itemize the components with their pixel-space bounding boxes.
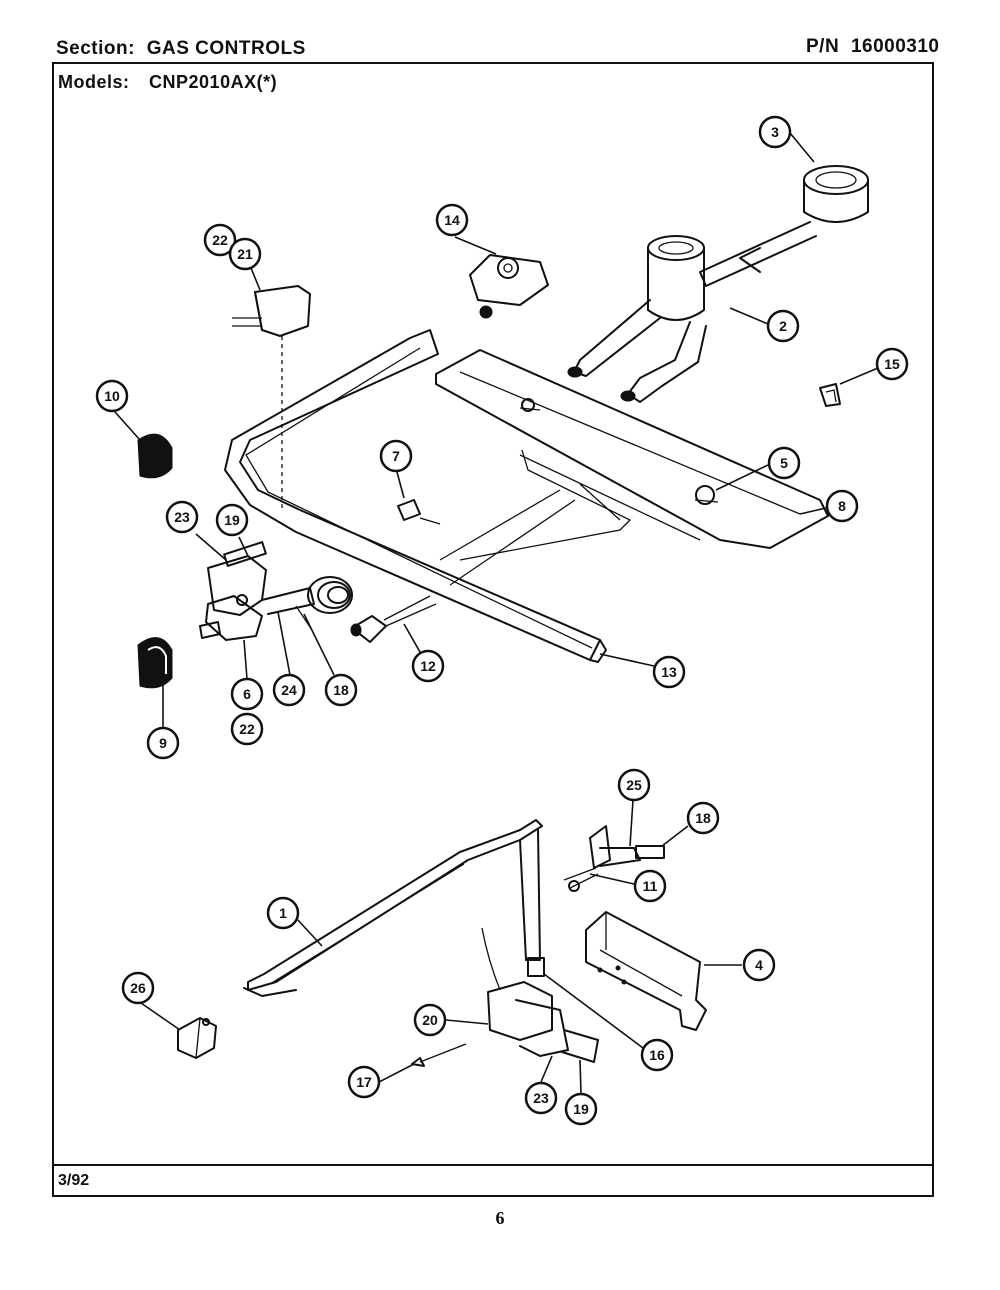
thermocouple-bracket xyxy=(563,825,665,892)
callout-16-label: 16 xyxy=(649,1047,665,1063)
callout-26-label: 26 xyxy=(130,980,146,996)
callout-19-lower: 19 xyxy=(564,1092,598,1126)
regulator-fitting xyxy=(469,254,549,319)
thermostat-coil xyxy=(295,576,353,631)
callout-22-upper-label: 22 xyxy=(212,232,228,248)
callout-5-label: 5 xyxy=(780,455,788,471)
callout-15: 15 xyxy=(875,347,909,381)
models-label: Models: xyxy=(58,72,130,92)
footer-divider xyxy=(54,1164,932,1166)
callout-10-label: 10 xyxy=(104,388,120,404)
callout-17: 17 xyxy=(347,1065,381,1099)
callout-23-upper: 23 xyxy=(165,500,199,534)
callout-22-upper: 22 xyxy=(203,223,237,257)
callout-26: 26 xyxy=(121,971,155,1005)
callout-13-label: 13 xyxy=(661,664,677,680)
callout-13: 13 xyxy=(652,655,686,689)
mounting-clip xyxy=(177,1017,217,1059)
models-line: Models: CNP2010AX(*) xyxy=(58,72,277,93)
callout-6-label: 6 xyxy=(243,686,251,702)
revision-date: 3/92 xyxy=(58,1172,90,1189)
callout-9: 9 xyxy=(146,726,180,760)
section-value: GAS CONTROLS xyxy=(146,38,306,59)
callout-19-upper: 19 xyxy=(215,503,249,537)
part-number: P/N 16000310 xyxy=(806,36,940,58)
callout-14-label: 14 xyxy=(444,212,460,228)
callout-1: 1 xyxy=(266,896,300,930)
callout-18-lower: 18 xyxy=(686,801,720,835)
callout-17-label: 17 xyxy=(356,1074,372,1090)
callout-25-label: 25 xyxy=(626,777,642,793)
section-heading: Section: GAS CONTROLS xyxy=(56,38,306,60)
callout-6: 6 xyxy=(230,677,264,711)
callout-22-lower-label: 22 xyxy=(239,721,255,737)
callout-8: 8 xyxy=(825,489,859,523)
callout-24-label: 24 xyxy=(281,682,297,698)
callout-21-label: 21 xyxy=(237,246,253,262)
diagram-frame: Models: CNP2010AX(*) 3/92 xyxy=(52,62,934,1197)
callout-4: 4 xyxy=(742,948,776,982)
page-number: 6 xyxy=(495,1208,505,1228)
lower-manifold xyxy=(243,819,545,997)
top-burner-valve xyxy=(411,927,599,1067)
callout-23-upper-label: 23 xyxy=(174,509,190,525)
pilot-assembly xyxy=(350,595,437,643)
callout-1-label: 1 xyxy=(279,905,287,921)
callout-20-label: 20 xyxy=(422,1012,438,1028)
callout-23-lower: 23 xyxy=(524,1081,558,1115)
callout-9-label: 9 xyxy=(159,735,167,751)
callout-25: 25 xyxy=(617,768,651,802)
callout-19-lower-label: 19 xyxy=(573,1101,589,1117)
callout-3: 3 xyxy=(758,115,792,149)
callout-22-lower: 22 xyxy=(230,712,264,746)
callout-18-upper: 18 xyxy=(324,673,358,707)
callout-3-label: 3 xyxy=(771,124,779,140)
burner-assembly xyxy=(567,165,869,403)
gas-manifold xyxy=(224,329,607,663)
section-label: Section: xyxy=(56,38,135,59)
connecting-tubes xyxy=(439,449,632,586)
orifice-hood xyxy=(397,499,441,525)
control-knobs xyxy=(137,433,173,689)
callout-8-label: 8 xyxy=(838,498,846,514)
oven-valve-assembly xyxy=(199,541,315,641)
ignition-switch xyxy=(232,285,311,510)
callout-11-label: 11 xyxy=(643,878,658,894)
callout-23-lower-label: 23 xyxy=(533,1090,549,1106)
callout-10: 10 xyxy=(95,379,129,413)
callout-5: 5 xyxy=(767,446,801,480)
models-value: CNP2010AX(*) xyxy=(149,72,278,92)
callout-16: 16 xyxy=(640,1038,674,1072)
callout-7-label: 7 xyxy=(392,448,400,464)
callout-2-label: 2 xyxy=(779,318,787,334)
callout-12: 12 xyxy=(411,649,445,683)
callout-18-lower-label: 18 xyxy=(695,810,711,826)
burner-box-bracket xyxy=(435,349,829,549)
callout-11: 11 xyxy=(633,869,667,903)
part-number-label: P/N xyxy=(806,36,840,57)
callout-24: 24 xyxy=(272,673,306,707)
callout-15-label: 15 xyxy=(884,356,900,372)
part-number-value: 16000310 xyxy=(850,36,940,57)
callout-19-upper-label: 19 xyxy=(224,512,240,528)
spring-clip xyxy=(819,383,841,407)
callout-7: 7 xyxy=(379,439,413,473)
valve-bracket xyxy=(585,911,707,1031)
callout-2: 2 xyxy=(766,309,800,343)
callout-12-label: 12 xyxy=(420,658,436,674)
callout-4-label: 4 xyxy=(755,957,763,973)
callout-21: 21 xyxy=(228,237,262,271)
callout-leaders xyxy=(114,132,879,1094)
callout-20: 20 xyxy=(413,1003,447,1037)
callout-14: 14 xyxy=(435,203,469,237)
callout-18-upper-label: 18 xyxy=(333,682,349,698)
